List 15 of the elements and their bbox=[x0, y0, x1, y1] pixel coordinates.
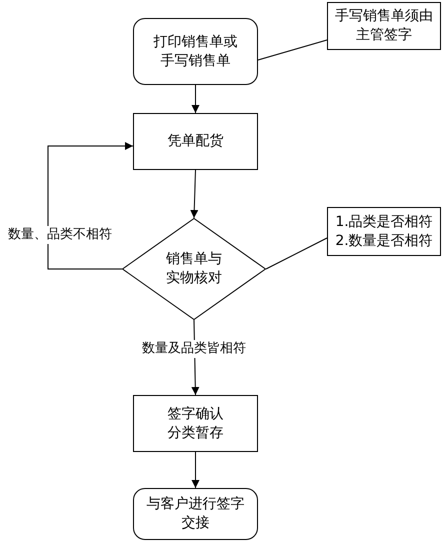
leader-line bbox=[258, 40, 328, 60]
arrow bbox=[192, 84, 200, 114]
arrow bbox=[48, 142, 134, 270]
process-box: 凭单配货 bbox=[133, 113, 258, 170]
arrow bbox=[190, 170, 198, 218]
leader-line bbox=[266, 238, 328, 270]
note-box: 1.品类是否相符 2.数量是否相符 bbox=[327, 207, 441, 256]
process-box: 签字确认分类暂存 bbox=[133, 395, 258, 452]
process-box: 与客户进行签字交接 bbox=[133, 488, 258, 540]
note-box: 手写销售单须由主管签字 bbox=[327, 2, 441, 50]
process-box: 打印销售单或手写销售单 bbox=[133, 18, 258, 85]
decision-diamond: 销售单与实物核对 bbox=[122, 218, 266, 320]
edge-label: 数量及品类皆相符 bbox=[141, 340, 247, 358]
edge-label: 数量、品类不相符 bbox=[7, 226, 113, 244]
arrow bbox=[192, 452, 200, 488]
